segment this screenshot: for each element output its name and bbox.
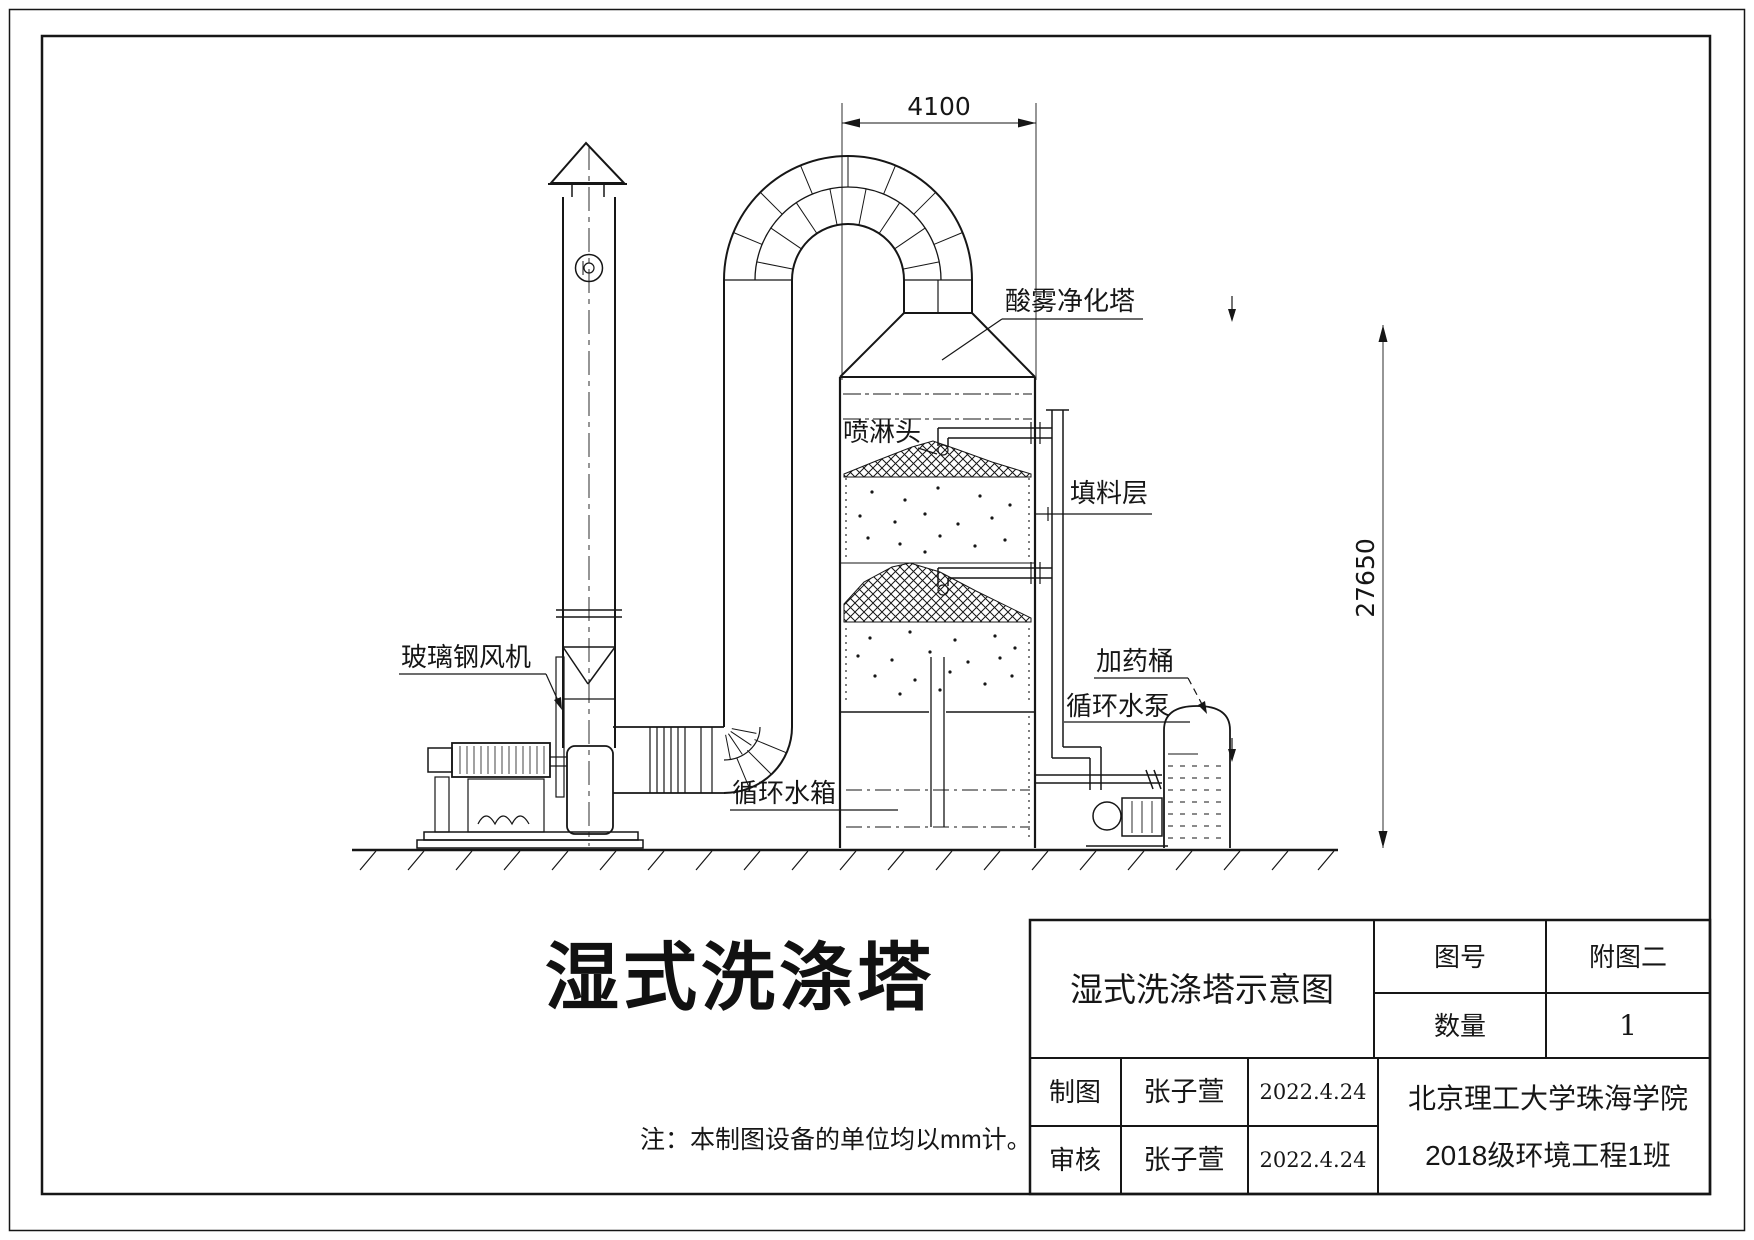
drawing-no-label: 图号 <box>1434 942 1486 972</box>
spray-pipe-upper <box>937 422 1052 456</box>
barrel-liquid-fill <box>1168 765 1226 839</box>
units-note: 注：本制图设备的单位均以mm计。 <box>640 1126 1032 1154</box>
spray-mist-dots <box>856 486 1017 696</box>
packing-layer-upper <box>843 440 1032 478</box>
quantity-label: 数量 <box>1434 1011 1486 1041</box>
stack-port-symbol <box>574 253 604 283</box>
fan-scroll-housing <box>566 745 614 835</box>
height-dimension-text: 27650 <box>1351 538 1380 618</box>
scrubbing-tower <box>838 312 1052 848</box>
component-labels: 酸雾净化塔 喷淋头 填料层 玻璃钢风机 循环水箱 循环水泵 加药桶 <box>399 286 1207 811</box>
frp-fan-label: 玻璃钢风机 <box>401 642 531 672</box>
spray-nozzle <box>937 444 949 456</box>
institution-line2: 2018级环境工程1班 <box>1425 1140 1671 1171</box>
acid-mist-tower-label: 酸雾净化塔 <box>1005 286 1135 316</box>
frp-fan-assembly <box>416 656 724 849</box>
exhaust-stack <box>548 141 627 846</box>
dimension-4100: 4100 <box>841 92 1037 380</box>
flexible-connector <box>649 727 686 793</box>
tower-hood <box>839 312 905 378</box>
circulating-pump-unit <box>1086 797 1168 847</box>
spray-nozzle <box>937 584 949 596</box>
spray-pipe-lower <box>937 562 1052 596</box>
drafted-by: 张子萱 <box>1144 1077 1225 1107</box>
dimension-27650: 27650 <box>1228 296 1388 848</box>
reviewed-date: 2022.4.24 <box>1260 1148 1367 1172</box>
title-block-drawing-title: 湿式洗涤塔示意图 <box>1070 971 1334 1008</box>
reviewed-label: 审核 <box>1049 1145 1101 1175</box>
institution-line1: 北京理工大学珠海学院 <box>1408 1083 1688 1114</box>
circulating-tank-label: 循环水箱 <box>732 778 836 808</box>
connecting-duct <box>723 155 973 794</box>
packing-layer-label: 填料层 <box>1070 478 1148 508</box>
quantity-value: 1 <box>1619 1009 1637 1042</box>
drafted-label: 制图 <box>1049 1077 1101 1107</box>
dosing-barrel-unit <box>1163 705 1231 848</box>
circulating-pump-label: 循环水泵 <box>1066 691 1170 721</box>
dosing-barrel-label: 加药桶 <box>1096 646 1174 676</box>
width-dimension-text: 4100 <box>907 92 971 121</box>
drafted-date: 2022.4.24 <box>1260 1080 1367 1104</box>
valve-symbol <box>1145 769 1162 790</box>
stack-cone-cap <box>548 141 627 184</box>
outer-border <box>8 8 1746 1232</box>
spray-head-label: 喷淋头 <box>843 417 921 447</box>
reviewed-by: 张子萱 <box>1144 1145 1225 1175</box>
circulation-system <box>1035 409 1231 848</box>
drawing-no-value: 附图二 <box>1589 942 1667 972</box>
title-block: 湿式洗涤塔示意图 图号 附图二 数量 1 制图 张子萱 2022.4.24 审核… <box>1028 918 1712 1196</box>
packing-layer-lower <box>843 562 1032 623</box>
duct-bottom-elbow <box>723 726 793 794</box>
ground-line <box>352 848 1338 871</box>
inner-border <box>40 34 1712 1196</box>
drawing-main-title: 湿式洗涤塔 <box>545 938 935 1020</box>
